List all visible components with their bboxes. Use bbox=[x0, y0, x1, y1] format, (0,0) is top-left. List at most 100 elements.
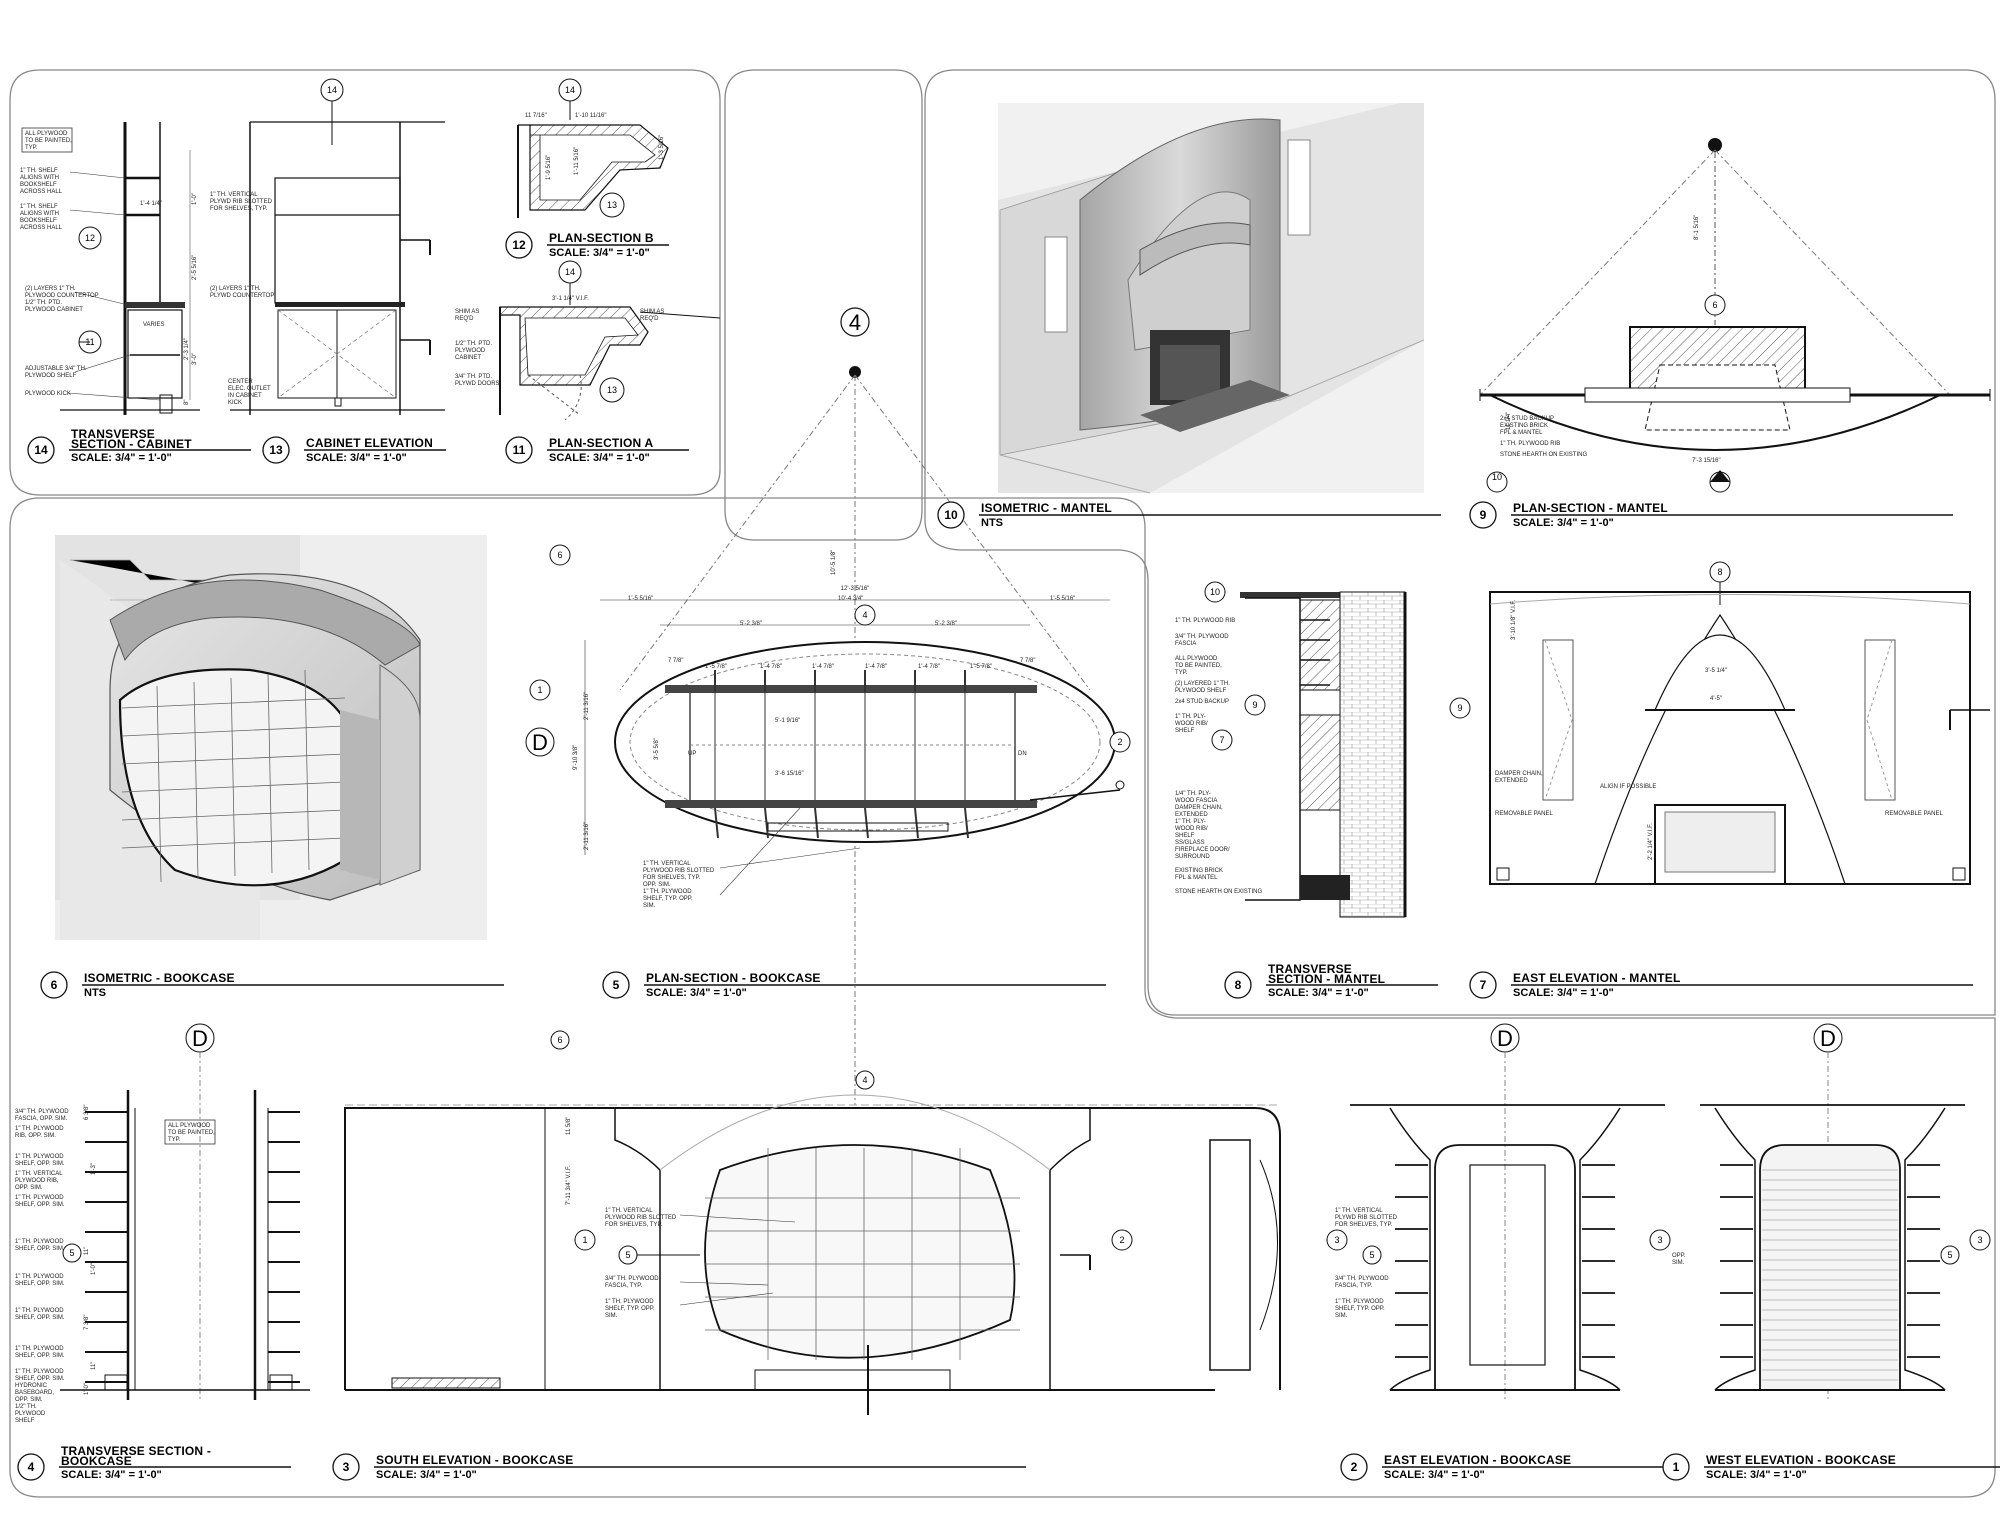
svg-text:FOR SHELVES, TYP.: FOR SHELVES, TYP. bbox=[210, 206, 268, 212]
view-number: 10 bbox=[944, 508, 958, 522]
svg-text:DAMPER CHAIN,: DAMPER CHAIN, bbox=[1495, 771, 1543, 777]
view-title: ISOMETRIC - BOOKCASE bbox=[84, 971, 235, 985]
svg-text:SHELF, TYP. OPP.: SHELF, TYP. OPP. bbox=[605, 1306, 655, 1312]
svg-text:3'-6 15/16": 3'-6 15/16" bbox=[775, 771, 804, 777]
svg-text:PLYWOOD KICK: PLYWOOD KICK bbox=[25, 391, 71, 397]
view-scale: SCALE: 3/4" = 1'-0" bbox=[376, 1469, 477, 1481]
svg-text:9: 9 bbox=[1252, 700, 1257, 710]
svg-text:14: 14 bbox=[327, 85, 337, 95]
svg-text:SIM.: SIM. bbox=[643, 903, 656, 909]
svg-text:TYP.: TYP. bbox=[168, 1137, 181, 1143]
section-note: 1" TH. PLYWOOD bbox=[15, 1126, 64, 1132]
svg-text:2'-2 1/4" V.I.F.: 2'-2 1/4" V.I.F. bbox=[1648, 823, 1654, 860]
view-number: 8 bbox=[1235, 978, 1242, 992]
svg-text:8": 8" bbox=[184, 400, 190, 405]
mantel-section-note: 3/4" TH. PLYWOOD bbox=[1175, 634, 1229, 640]
svg-text:FOR SHELVES, TYP.: FOR SHELVES, TYP. bbox=[1335, 1222, 1393, 1228]
mantel-section-note: SHELF bbox=[1175, 833, 1195, 839]
svg-text:REMOVABLE PANEL: REMOVABLE PANEL bbox=[1495, 811, 1553, 817]
view-title: WEST ELEVATION - BOOKCASE bbox=[1706, 1453, 1896, 1467]
view-10-isometric-mantel bbox=[998, 103, 1425, 494]
svg-text:4'-5": 4'-5" bbox=[1710, 696, 1722, 702]
view-scale: SCALE: 3/4" = 1'-0" bbox=[1706, 1469, 1807, 1481]
svg-text:9: 9 bbox=[1457, 703, 1462, 713]
section-note: 1" TH. PLYWOOD bbox=[15, 1239, 64, 1245]
view-6-isometric-bookcase bbox=[55, 535, 487, 940]
svg-text:10: 10 bbox=[1210, 587, 1220, 597]
section-note: 1/2" TH. bbox=[15, 1404, 37, 1410]
svg-text:1/2" TH. PTD.: 1/2" TH. PTD. bbox=[455, 341, 492, 347]
section-note: 1" TH. PLYWOOD bbox=[15, 1195, 64, 1201]
svg-text:1'-10 11/16": 1'-10 11/16" bbox=[575, 113, 607, 119]
iso-cubby-shelf bbox=[121, 753, 346, 765]
svg-text:REQ'D: REQ'D bbox=[455, 316, 474, 322]
svg-text:1" TH. VERTICAL: 1" TH. VERTICAL bbox=[643, 861, 691, 867]
svg-text:(2) LAYERS 1" TH.: (2) LAYERS 1" TH. bbox=[210, 286, 261, 292]
section-dim: 1'-0" bbox=[91, 1263, 97, 1275]
section-note: SHELF, OPP. SIM. bbox=[15, 1202, 65, 1208]
svg-text:(2) LAYERS 1" TH.: (2) LAYERS 1" TH. bbox=[25, 286, 76, 292]
svg-text:ACROSS HALL: ACROSS HALL bbox=[20, 189, 63, 195]
svg-text:9'-10 3/8": 9'-10 3/8" bbox=[573, 745, 579, 770]
svg-text:14: 14 bbox=[565, 85, 575, 95]
iso-cubby-rib bbox=[156, 685, 162, 883]
svg-text:ELEC. OUTLET: ELEC. OUTLET bbox=[228, 386, 271, 392]
mantel-section-note: FASCIA bbox=[1175, 641, 1196, 647]
svg-text:SHIM AS: SHIM AS bbox=[640, 309, 664, 315]
section-note: SHELF, OPP. SIM. bbox=[15, 1161, 65, 1167]
section-note: PLYWOOD RIB, bbox=[15, 1178, 59, 1184]
svg-text:BOOKSHELF: BOOKSHELF bbox=[20, 182, 57, 188]
svg-text:ALIGNS WITH: ALIGNS WITH bbox=[20, 175, 59, 181]
view-number: 3 bbox=[343, 1460, 350, 1474]
mantel-section-note: DAMPER CHAIN, bbox=[1175, 805, 1223, 811]
svg-text:7'-3 15/16": 7'-3 15/16" bbox=[1692, 458, 1721, 464]
panel-borders bbox=[9, 69, 1996, 1498]
svg-text:D: D bbox=[532, 730, 548, 755]
svg-text:ALIGNS WITH: ALIGNS WITH bbox=[20, 211, 59, 217]
mantel-section-note: (2) LAYERED 1" TH. bbox=[1175, 681, 1230, 687]
view-number: 9 bbox=[1480, 508, 1487, 522]
view-number: 5 bbox=[613, 978, 620, 992]
svg-text:2'-3 1/4": 2'-3 1/4" bbox=[184, 338, 190, 360]
svg-text:FASCIA, TYP.: FASCIA, TYP. bbox=[1335, 1283, 1372, 1289]
view-title: EAST ELEVATION - BOOKCASE bbox=[1384, 1453, 1571, 1467]
svg-text:5: 5 bbox=[1947, 1250, 1952, 1260]
svg-text:7 7/8": 7 7/8" bbox=[1020, 658, 1035, 664]
svg-text:10'-5 1/8": 10'-5 1/8" bbox=[831, 550, 837, 575]
view-scale: SCALE: 3/4" = 1'-0" bbox=[71, 452, 172, 464]
svg-text:2: 2 bbox=[1117, 737, 1122, 747]
svg-text:CENTER: CENTER bbox=[228, 379, 253, 385]
svg-text:7'-11 3/4" V.I.F.: 7'-11 3/4" V.I.F. bbox=[566, 1165, 572, 1205]
svg-text:5'-2 3/8": 5'-2 3/8" bbox=[935, 621, 957, 627]
svg-text:PLYWOOD: PLYWOOD bbox=[455, 348, 486, 354]
view-scale: SCALE: 3/4" = 1'-0" bbox=[1268, 987, 1369, 999]
svg-text:1'-3 5/16": 1'-3 5/16" bbox=[659, 135, 665, 160]
section-note: BASEBOARD, bbox=[15, 1390, 54, 1396]
section-note: FASCIA, OPP. SIM. bbox=[15, 1116, 68, 1122]
note-painted-3: TYP. bbox=[25, 145, 38, 151]
mantel-section-note: 2x4 STUD BACKUP bbox=[1175, 699, 1229, 705]
section-note: HYDRONIC bbox=[15, 1383, 48, 1389]
mantel-section-note: WOOD RIB/ bbox=[1175, 826, 1208, 832]
svg-text:1'-5 5/16": 1'-5 5/16" bbox=[628, 596, 653, 602]
plan-rib-ext bbox=[964, 807, 969, 839]
svg-text:1'-5 5/16": 1'-5 5/16" bbox=[1050, 596, 1075, 602]
iso-cubby-rib bbox=[304, 669, 310, 871]
view-11-plan-section-a: 14 13 3'-1 1/4" V.I.F. SHIM AS REQ'D 1/2… bbox=[455, 260, 721, 421]
view-number: 1 bbox=[1673, 1460, 1680, 1474]
section-note: SHELF, OPP. SIM. bbox=[15, 1281, 65, 1287]
svg-text:1" TH. VERTICAL: 1" TH. VERTICAL bbox=[210, 192, 258, 198]
section-dim: 1'-3" bbox=[91, 1163, 97, 1175]
svg-text:1" TH. VERTICAL: 1" TH. VERTICAL bbox=[605, 1208, 653, 1214]
svg-text:3'-5 5/8": 3'-5 5/8" bbox=[654, 738, 660, 760]
view-number: 2 bbox=[1351, 1460, 1358, 1474]
svg-text:D: D bbox=[192, 1026, 208, 1051]
svg-text:5'-1 9/16": 5'-1 9/16" bbox=[775, 718, 800, 724]
